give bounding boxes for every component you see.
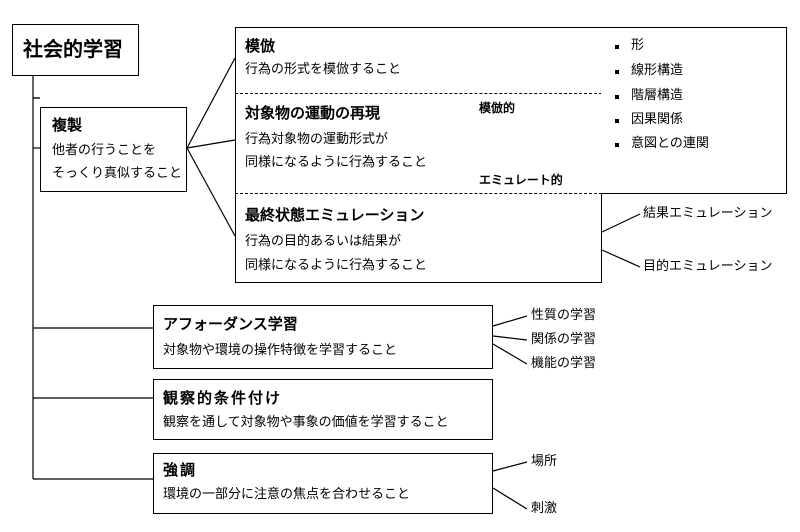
replication-desc-line1: 他者の行うことを [52,143,157,158]
list-item: 階層構造 [631,88,684,103]
list-item: 意図との連関 [631,136,709,151]
affordance-desc: 対象物や環境の操作特徴を学習すること [163,343,398,358]
emulation-type-result: 結果エミュレーション [643,206,773,221]
emulation-desc-line2: 同様になるように行為すること [245,258,428,273]
imitation-box: 模倣 行為の形式を模倣すること [235,27,602,94]
branch-emulation [186,147,236,237]
reproduction-box: 対象物の運動の再現 行為対象物の運動形式が 同様になるように行為すること 模倣的… [235,93,602,194]
arrow-up-label: 模倣的 [479,101,516,115]
list-item: 因果関係 [631,112,684,127]
list-item: 形 [631,38,645,53]
affordance-box: アフォーダンス学習 対象物や環境の操作特徴を学習すること [153,305,493,369]
emphasis-box: 強調 環境の一部分に注意の焦点を合わせること [153,453,493,514]
arrow-down-label: エミュレート的 [479,173,563,187]
observational-title: 観察的条件付け [163,389,283,407]
emphasis-desc: 環境の一部分に注意の焦点を合わせること [163,487,411,502]
bullet-icon [615,95,619,99]
observational-desc: 観察を通して対象物や事象の価値を学習すること [163,415,449,430]
list-item: 線形構造 [631,63,684,78]
branch-imitation [186,57,236,149]
reproduction-title: 対象物の運動の再現 [245,104,381,122]
replication-desc-line2: そっくり真似すること [52,166,183,181]
root-label: 社会的学習 [23,37,123,61]
emphasis-item: 場所 [531,454,558,469]
emulation-desc-line1: 行為の目的あるいは結果が [245,234,402,249]
replication-box: 複製 他者の行うことを そっくり真似すること [40,107,187,192]
imitation-desc: 行為の形式を模倣すること [245,62,402,77]
replication-title: 複製 [52,116,83,134]
affordance-title: アフォーダンス学習 [163,315,298,333]
affordance-item: 性質の学習 [531,308,597,323]
root-box: 社会的学習 [12,24,139,76]
affordance-item: 関係の学習 [531,332,597,347]
bullet-icon [615,143,619,147]
reproduction-desc-line2: 同様になるように行為すること [245,155,428,170]
imitation-list-box: 形 線形構造 階層構造 因果関係 意図との連関 [601,27,787,194]
bullet-icon [615,70,619,74]
imitation-title: 模倣 [245,37,276,55]
affordance-item: 機能の学習 [531,356,597,371]
bullet-icon [615,119,619,123]
reproduction-desc-line1: 行為対象物の運動形式が [245,132,389,147]
emulation-box: 最終状態エミュレーション 行為の目的あるいは結果が 同様になるように行為すること [235,193,602,283]
observational-box: 観察的条件付け 観察を通して対象物や事象の価値を学習すること [153,379,493,440]
emulation-type-goal: 目的エミュレーション [643,259,773,274]
emphasis-item: 刺激 [531,501,558,516]
emulation-title: 最終状態エミュレーション [245,206,425,224]
bullet-icon [615,45,619,49]
emphasis-title: 強調 [163,461,198,479]
